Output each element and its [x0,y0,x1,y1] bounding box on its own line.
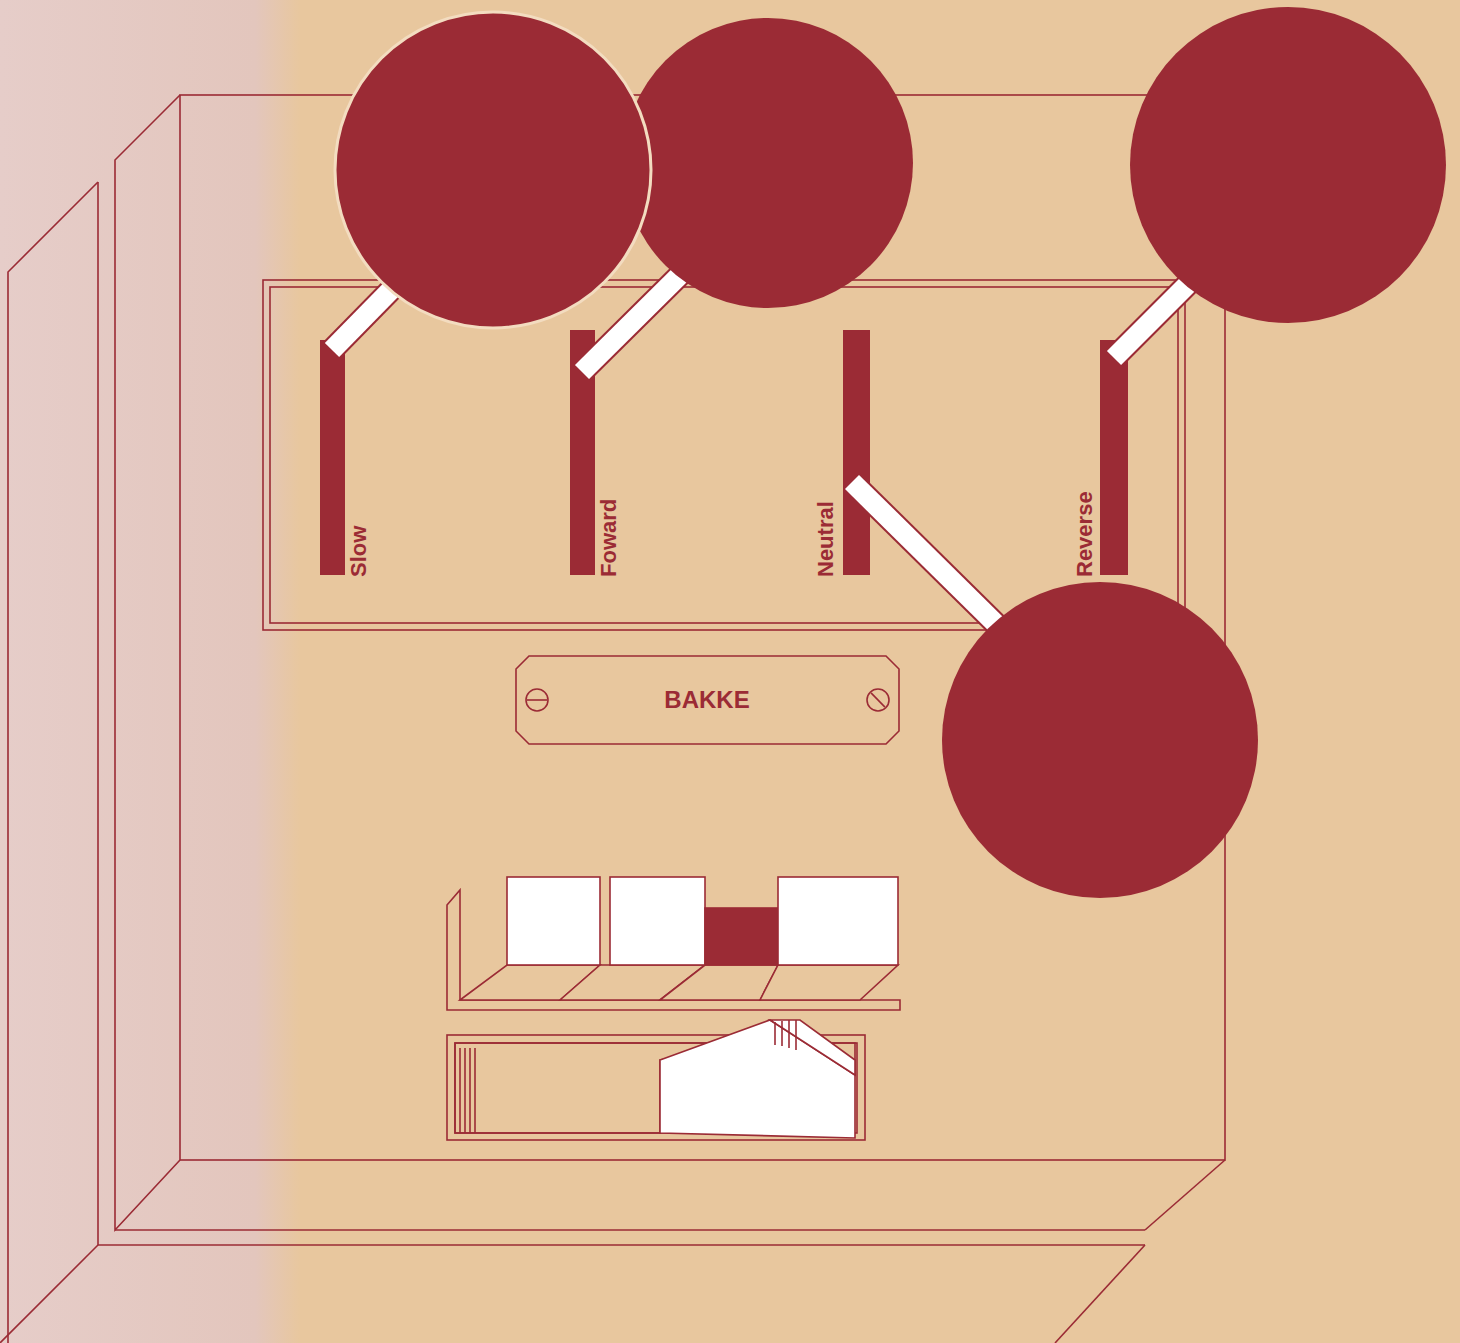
background-strip [0,0,300,1343]
screw [867,689,889,711]
slide-switch [447,1020,865,1140]
screw-slot [527,699,547,701]
lever-label: Reverse [1073,491,1097,577]
push-buttons [447,877,900,1010]
lever-knobs [335,7,1446,898]
plate-text: BAKKE [664,686,749,714]
lever-label: Neutral [814,501,838,577]
screw [526,689,548,711]
plate-border [516,656,899,744]
lever-slots [320,330,1128,575]
screw-slot [871,693,885,707]
name-plate: BAKKE [515,655,900,745]
lever-label: Foward [597,499,621,577]
lever-label: Slow [347,526,371,577]
